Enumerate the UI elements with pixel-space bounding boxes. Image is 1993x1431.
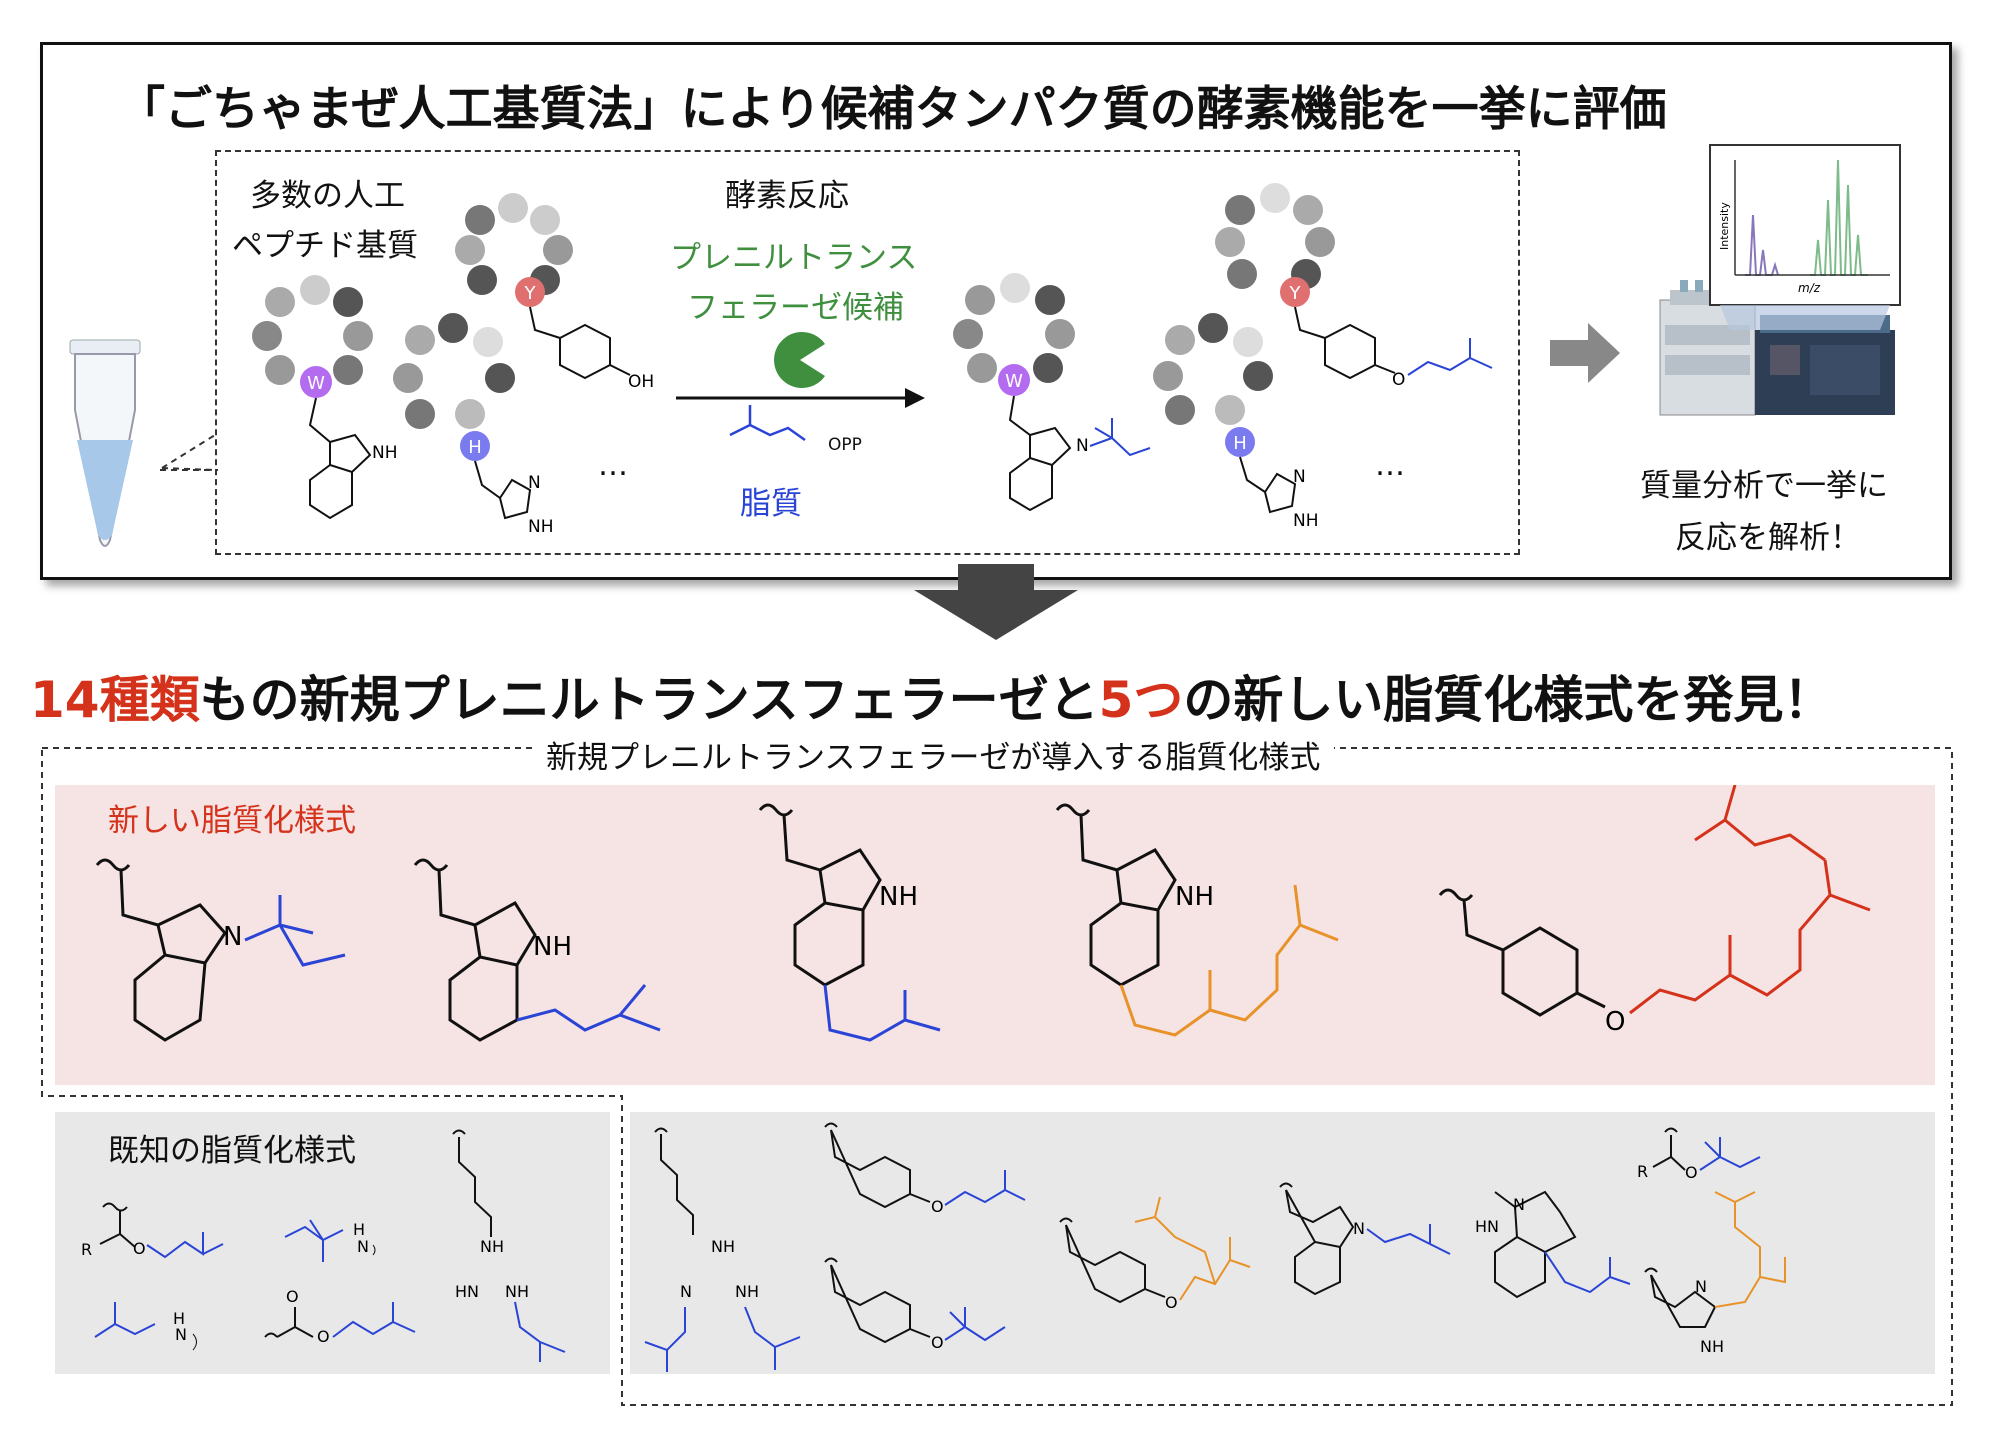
enzyme-icon xyxy=(774,332,825,388)
svg-text:NH: NH xyxy=(372,443,398,463)
reaction-box xyxy=(215,150,1520,555)
svg-text:H: H xyxy=(353,1220,365,1239)
svg-text:N: N xyxy=(680,1282,692,1301)
enzyme-label-1: プレニルトランス xyxy=(670,240,918,276)
svg-text:NH: NH xyxy=(533,932,572,962)
svg-text:N: N xyxy=(528,473,541,493)
svg-text:O: O xyxy=(931,1197,944,1216)
svg-text:N: N xyxy=(223,922,242,952)
product-peptides: W N Y O H N NH xyxy=(953,183,1493,531)
known-label: 既知の脂質化様式 xyxy=(108,1133,356,1169)
bottom-dashed-outline xyxy=(41,747,1953,1406)
reaction-arrow: OPP xyxy=(676,388,925,455)
svg-text:HN: HN xyxy=(455,1282,479,1301)
svg-text:NH: NH xyxy=(879,882,918,912)
svg-text:NH: NH xyxy=(480,1237,504,1256)
known-panel-left xyxy=(55,1112,610,1374)
svg-text:N: N xyxy=(1353,1219,1365,1238)
svg-text:O: O xyxy=(286,1287,299,1306)
substrate-label-1: 多数の人工 xyxy=(250,178,405,214)
headline-text-1: もの新規プレニルトランスフェラーゼと xyxy=(199,671,1099,729)
peptide-y: Y xyxy=(455,193,573,307)
svg-text:OH: OH xyxy=(628,372,654,392)
svg-text:O: O xyxy=(1685,1163,1698,1182)
svg-text:O: O xyxy=(1165,1293,1178,1312)
reaction-label: 酵素反応 xyxy=(725,178,849,214)
svg-text:O: O xyxy=(1605,1007,1625,1037)
svg-text:Intensity: Intensity xyxy=(1718,202,1731,250)
svg-text:OPP: OPP xyxy=(828,435,862,455)
ellipsis-right: … xyxy=(1375,448,1405,483)
svg-text:O: O xyxy=(317,1327,330,1346)
section-title: 新規プレニルトランスフェラーゼが導入する脂質化様式 xyxy=(532,732,1335,777)
substrate-label-2: ペプチド基質 xyxy=(232,228,418,264)
svg-text:HN: HN xyxy=(1475,1217,1499,1236)
svg-text:NH: NH xyxy=(711,1237,735,1256)
new-lipidation-panel xyxy=(55,785,1935,1085)
svg-text:NH: NH xyxy=(1293,511,1319,531)
svg-text:O: O xyxy=(133,1239,146,1258)
enzyme-label-2: フェラーゼ候補 xyxy=(687,290,904,326)
analysis-label-2: 反応を解析！ xyxy=(1675,520,1861,556)
headline-text-2: の新しい脂質化様式を発見！ xyxy=(1183,671,1834,729)
svg-text:N: N xyxy=(175,1325,187,1344)
svg-text:Y: Y xyxy=(524,283,537,304)
new-lipidation-structures: N NH NH NH O xyxy=(95,785,1871,1042)
svg-text:NH: NH xyxy=(1700,1337,1724,1356)
to-ms-arrow xyxy=(1550,323,1620,383)
svg-text:W: W xyxy=(307,373,325,394)
svg-text:N: N xyxy=(1076,436,1089,456)
svg-text:H: H xyxy=(173,1309,185,1328)
down-arrow xyxy=(914,564,1078,640)
svg-text:O: O xyxy=(931,1333,944,1352)
substrate-peptides: W Y H OH NH N NH xyxy=(252,193,654,537)
top-title: 「ごちゃまぜ人工基質法」により候補タンパク質の酵素機能を一挙に評価 xyxy=(118,82,1667,137)
svg-text:N: N xyxy=(1513,1195,1525,1214)
analysis-label-1: 質量分析で一挙に xyxy=(1640,468,1888,504)
svg-text:W: W xyxy=(1005,371,1023,392)
svg-text:R: R xyxy=(81,1240,92,1259)
ellipsis-left: … xyxy=(598,448,628,483)
peptide-w: W xyxy=(252,275,373,398)
svg-text:NH: NH xyxy=(735,1282,759,1301)
svg-text:NH: NH xyxy=(1175,882,1214,912)
svg-text:m/z: m/z xyxy=(1798,281,1821,295)
svg-text:H: H xyxy=(1233,433,1247,454)
peptide-h: H xyxy=(393,313,515,461)
svg-text:Y: Y xyxy=(1289,283,1302,304)
new-label: 新しい脂質化様式 xyxy=(108,803,356,839)
svg-text:NH: NH xyxy=(528,517,554,537)
tube-illustration xyxy=(69,339,218,547)
callout-line xyxy=(161,434,216,471)
svg-text:N: N xyxy=(357,1237,369,1256)
mass-spec-illustration: Intensity m/z xyxy=(1659,144,1901,416)
headline: 14種類もの新規プレニルトランスフェラーゼと5つの新しい脂質化様式を発見！ xyxy=(30,660,1833,732)
svg-text:R: R xyxy=(1637,1162,1648,1181)
known-lipidation-structures: R O H N H N O O NH HN NH NH N NH O xyxy=(81,1122,1786,1372)
svg-text:H: H xyxy=(468,437,482,458)
svg-text:O: O xyxy=(1392,370,1405,390)
svg-text:N: N xyxy=(1695,1277,1707,1296)
svg-text:NH: NH xyxy=(505,1282,529,1301)
headline-count-enzymes: 14種類 xyxy=(30,671,200,729)
lipid-label: 脂質 xyxy=(740,486,802,522)
svg-text:N: N xyxy=(1293,467,1306,487)
headline-count-modes: 5つ xyxy=(1098,671,1184,729)
